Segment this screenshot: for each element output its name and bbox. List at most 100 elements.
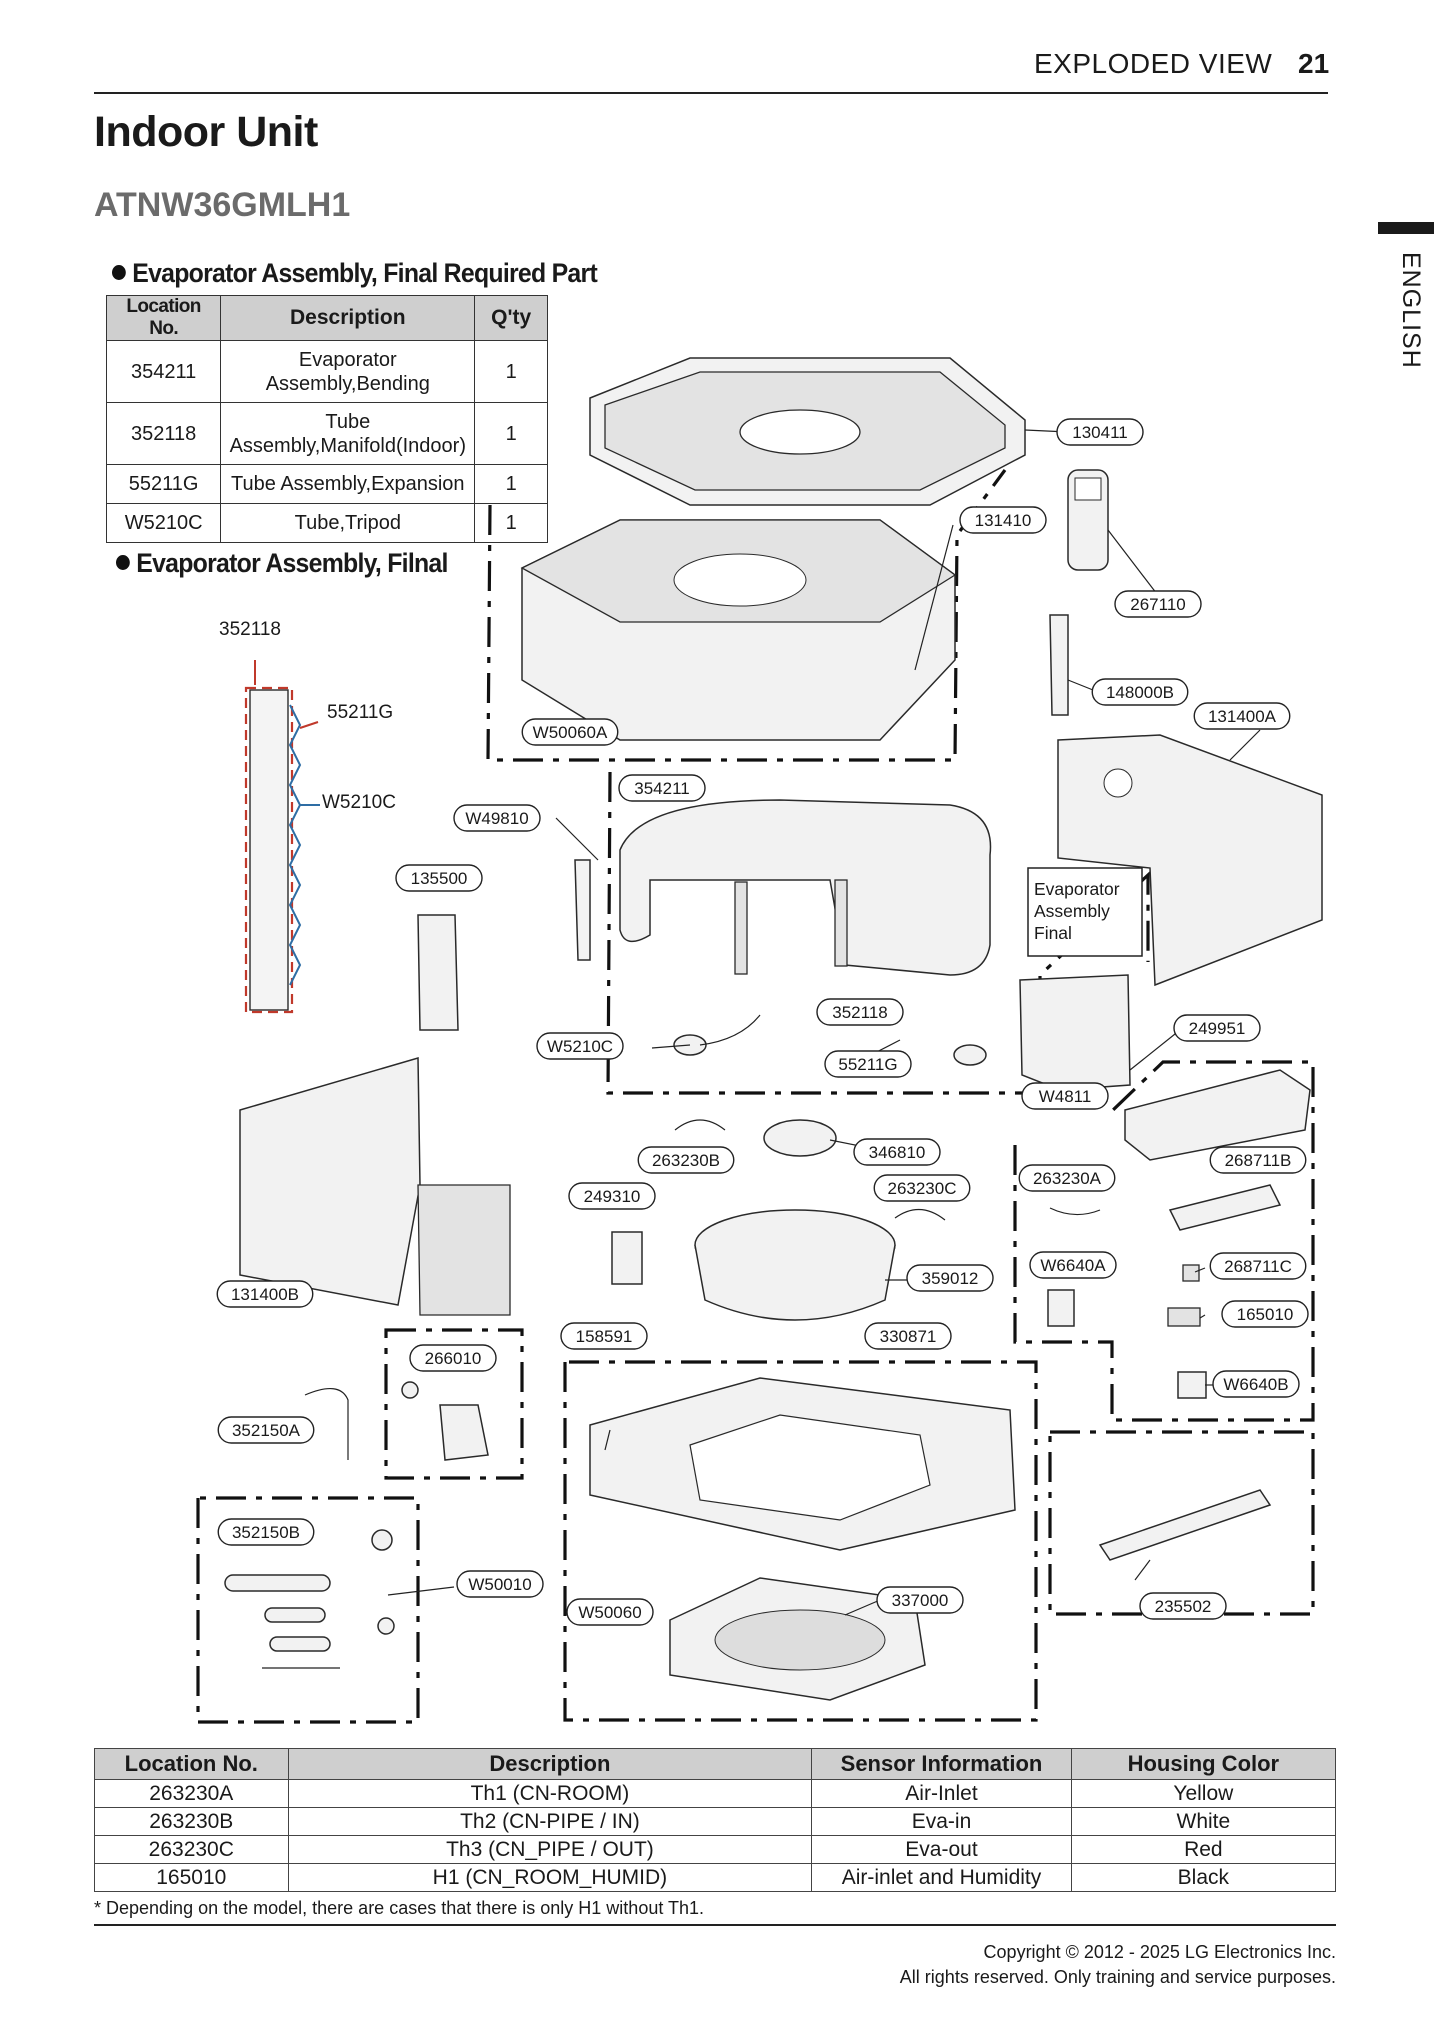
part-label-oval: [824, 1050, 912, 1078]
part-label-263230c: 263230C: [873, 1174, 971, 1202]
part-label-oval: [876, 1586, 964, 1614]
part-label-text: 249951: [1189, 1019, 1246, 1038]
evap-final-callout: [1027, 867, 1143, 957]
part-label-text: W4811: [1039, 1087, 1092, 1106]
part-label-55211g: 55211G: [824, 1050, 912, 1078]
part-label-oval: [906, 1264, 994, 1292]
drain-pump: [401, 1381, 489, 1461]
ceiling-panel: [589, 357, 1026, 506]
part-label-text: 131400A: [1208, 707, 1277, 726]
part-label-oval: [568, 1182, 656, 1210]
part-label-oval: [217, 1518, 315, 1546]
part-label-oval: [618, 774, 706, 802]
frame-w4811: [1019, 974, 1131, 1091]
part-label-text: W5210C: [547, 1037, 613, 1056]
col-location: Location No.: [105, 295, 222, 341]
table-row: 263230C Th3 (CN_PIPE / OUT) Eva-out Red: [94, 1835, 1337, 1864]
detail-label-352118: 352118: [219, 619, 281, 640]
part-label-text: 131410: [975, 511, 1032, 530]
evap-final-callout-line3: Final: [1034, 923, 1072, 943]
part-label-text: W6640A: [1040, 1256, 1106, 1275]
part-label-oval: [1221, 1300, 1309, 1328]
part-label-oval: [1056, 418, 1144, 446]
part-label-text: 330871: [880, 1327, 937, 1346]
sensor-263230a: [1049, 1207, 1101, 1216]
group-box-right-pcb: [1013, 1060, 1315, 1422]
part-label-130411: 130411: [1056, 418, 1144, 446]
part-label-text: 130411: [1072, 423, 1127, 442]
part-label-w5210c: W5210C: [536, 1032, 624, 1060]
group-box-bracket: [384, 1328, 524, 1480]
part-label-158591: 158591: [560, 1322, 648, 1350]
required-parts-table: Location No. Description Q'ty 354211 Eva…: [105, 295, 548, 543]
bar-w49810: [574, 859, 591, 961]
part-label-330871: 330871: [864, 1322, 952, 1350]
part-label-346810: 346810: [853, 1138, 941, 1166]
copyright: Copyright © 2012 - 2025 LG Electronics I…: [899, 1942, 1336, 1987]
part-label-266010: 266010: [409, 1344, 497, 1372]
col-description: Description: [220, 295, 476, 341]
part-labels: 130411 131410 267110 148000B 131400A W50060A 3…: [216, 418, 1309, 1626]
group-box-pipe-kit: [196, 1496, 420, 1724]
page-number: 21: [1298, 48, 1330, 79]
part-label-oval: [816, 998, 904, 1026]
part-label-text: W50060A: [533, 723, 608, 742]
part-label-249310: 249310: [568, 1182, 656, 1210]
part-label-w50060a: W50060A: [521, 718, 619, 746]
sensor-table: Location No. Description Sensor Informat…: [94, 1748, 1337, 1892]
bullet-icon: [116, 555, 130, 571]
part-label-oval: [1193, 702, 1291, 730]
part-label-text: 135500: [411, 869, 468, 888]
bullet-icon: [112, 265, 126, 281]
evaporator-coil: [619, 799, 992, 976]
part-label-text: 267110: [1130, 595, 1185, 614]
part-label-oval: [453, 804, 541, 832]
detail-label-55211g: 55211G: [327, 702, 393, 723]
remote-controller: [1067, 469, 1109, 571]
side-panel-131400a: [1057, 734, 1323, 987]
page-title: Indoor Unit: [94, 108, 318, 156]
part-label-w49810: W49810: [453, 804, 541, 832]
part-label-oval: [217, 1416, 315, 1444]
header-rule: [94, 92, 1328, 94]
evap-final-callout-line1: Evaporator: [1034, 879, 1120, 899]
part-label-w50060: W50060: [566, 1598, 654, 1626]
part-label-oval: [1209, 1146, 1307, 1174]
bracket-135500: [417, 914, 459, 1031]
part-label-text: W50060: [578, 1603, 641, 1622]
part-label-268711b: 268711B: [1209, 1146, 1307, 1174]
side-panel-131400b: [239, 1057, 511, 1316]
part-label-text: 352150A: [232, 1421, 301, 1440]
part-label-text: 352150B: [232, 1523, 300, 1542]
part-label-text: 131400B: [231, 1285, 299, 1304]
part-label-oval: [1139, 1592, 1227, 1620]
part-label-text: 337000: [892, 1591, 949, 1610]
part-label-oval: [1029, 1251, 1117, 1279]
footnote: * Depending on the model, there are case…: [94, 1898, 705, 1918]
col-qty: Q'ty: [474, 295, 548, 341]
part-label-text: W50010: [468, 1575, 531, 1594]
table-row: 263230A Th1 (CN-ROOM) Air-Inlet Yellow: [94, 1779, 1337, 1808]
pipe-kit: [224, 1529, 395, 1669]
part-label-oval: [216, 1280, 314, 1308]
group-box-cover: [1048, 1430, 1315, 1616]
part-label-165010: 165010: [1221, 1300, 1309, 1328]
evap-final-title: Evaporator Assembly, Filnal: [116, 548, 448, 579]
part-label-oval: [560, 1322, 648, 1350]
part-label-267110: 267110: [1114, 590, 1202, 618]
part-label-text: W49810: [465, 809, 528, 828]
language-tab: ENGLISH: [1397, 252, 1425, 369]
table-row: 55211G Tube Assembly,Expansion 1: [105, 464, 548, 504]
part-label-text: 165010: [1237, 1305, 1294, 1324]
part-label-263230a: 263230A: [1018, 1164, 1116, 1192]
part-label-text: 148000B: [1106, 683, 1174, 702]
part-label-oval: [864, 1322, 952, 1350]
table-row: 263230B Th2 (CN-PIPE / IN) Eva-in White: [94, 1807, 1337, 1836]
group-box-grille: [563, 1360, 1038, 1722]
part-label-text: W6640B: [1223, 1375, 1288, 1394]
part-label-text: 354211: [634, 779, 689, 798]
part-label-oval: [395, 864, 483, 892]
